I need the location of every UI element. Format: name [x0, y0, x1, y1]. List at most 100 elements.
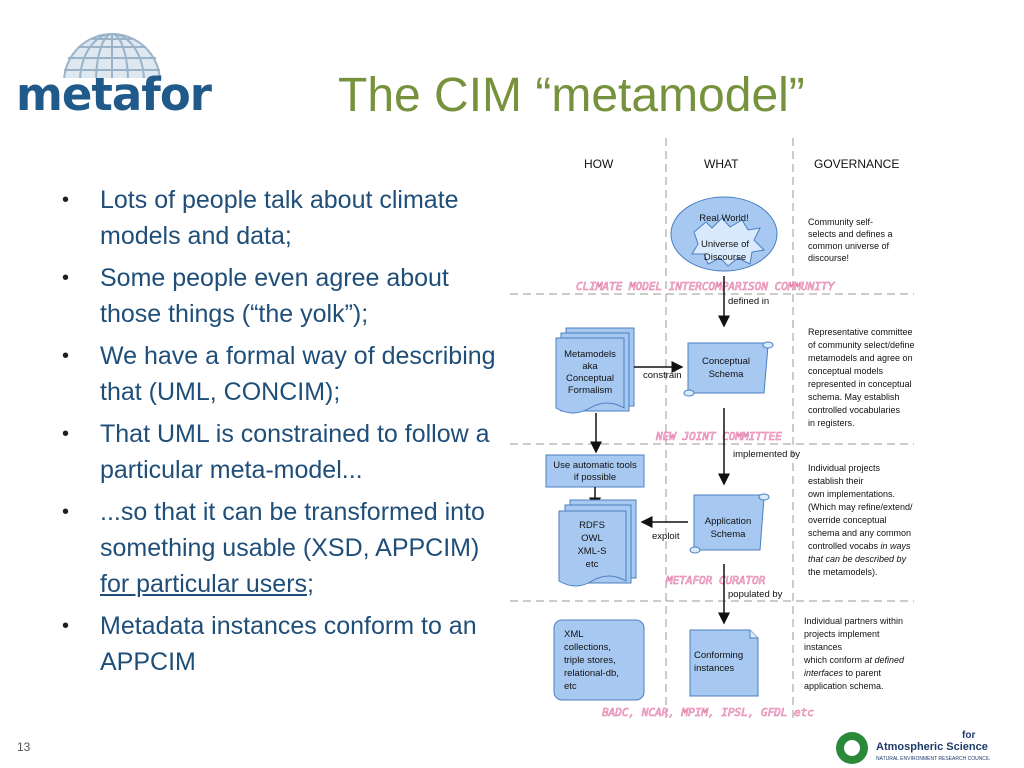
governance-text: controlled vocabs [808, 541, 881, 551]
governance-text: in registers. [808, 418, 855, 428]
orgs-label: BADC, NCAR, MPIM, IPSL, GFDL etc [602, 706, 814, 719]
metafor-logo [63, 33, 161, 78]
governance-text: of community select/define [808, 340, 915, 350]
xml-label: XML [564, 629, 584, 640]
column-header-how: HOW [584, 157, 614, 171]
application-schema-scroll [693, 494, 765, 551]
page-number: 13 [17, 740, 31, 754]
governance-italic-text: that can be described by [808, 554, 907, 564]
governance-text: which conform at defined [803, 655, 905, 665]
xml-label: triple stores, [564, 655, 616, 666]
real-world-label: Real World! [699, 213, 748, 224]
governance-text: schema and any common [808, 528, 911, 538]
governance-text: metamodels and agree on [808, 353, 913, 363]
governance-text: override conceptual [808, 515, 887, 525]
globe-icon [63, 33, 161, 78]
scroll-curl [762, 341, 774, 349]
governance-text: selects and defines a [808, 229, 893, 239]
metamodels-label: Conceptual [566, 373, 614, 384]
scroll-curl [683, 389, 695, 397]
governance-text: which conform [803, 655, 865, 665]
dog-ear [749, 630, 758, 639]
metamodels-label: Metamodels [564, 349, 616, 360]
column-header-what: WHAT [704, 157, 739, 171]
xml-label: etc [564, 681, 577, 692]
governance-text: controlled vocabs in ways [808, 541, 911, 551]
xml-label: collections, [564, 642, 611, 653]
conceptual-schema-label: Schema [709, 369, 745, 380]
governance-text: to parent [843, 668, 882, 678]
curator-label: METAFOR CURATOR [665, 574, 766, 587]
bullet-item: That UML is constrained to follow a part… [62, 416, 512, 488]
governance-text: application schema. [804, 681, 884, 691]
governance-text: represented in conceptual [808, 379, 912, 389]
governance-text: Individual partners within [804, 616, 903, 626]
conceptual-schema-scroll [687, 342, 769, 394]
universe-label: Discourse [704, 252, 746, 263]
governance-italic-text: in ways [881, 541, 912, 551]
committee-label: NEW JOINT COMMITTEE [655, 430, 782, 443]
footer-logo-text: for [962, 730, 975, 741]
edge-label: defined in [728, 296, 769, 307]
bullet-item: Lots of people talk about climate models… [62, 182, 512, 254]
logo-wordmark: metafor [16, 68, 212, 121]
community-label: CLIMATE MODEL INTERCOMPARISON COMMUNITY [576, 280, 836, 293]
rdfs-label: XML-S [577, 546, 606, 557]
conforming-label: instances [694, 663, 734, 674]
footer-logo-text: Atmospheric Science [876, 741, 988, 753]
scroll-curl [758, 493, 770, 501]
bullet-list: Lots of people talk about climate models… [62, 182, 512, 686]
slide-title: The CIM “metamodel” [338, 69, 805, 122]
ncas-logo: for Atmospheric Science NATURAL ENVIRONM… [836, 730, 990, 764]
bullet-text-end: ; [307, 570, 314, 598]
rdfs-label: RDFS [579, 520, 605, 531]
column-header-governance: GOVERNANCE [814, 157, 899, 171]
use-tools-box [545, 454, 645, 488]
governance-italic-text: at defined [865, 655, 906, 665]
governance-text: common universe of [808, 241, 890, 251]
edge-label: constrain [643, 370, 682, 381]
universe-label: Universe of [701, 239, 749, 250]
bullet-item: ...so that it can be transformed into so… [62, 494, 512, 602]
rdfs-label: etc [586, 559, 599, 570]
governance-text: Community self- [808, 217, 873, 227]
governance-text: establish their [808, 476, 864, 486]
xml-label: relational-db, [564, 668, 619, 679]
metamodels-label: aka [582, 361, 598, 372]
bullet-underlined-text: for particular users [100, 570, 308, 598]
bullet-item: We have a formal way of describing that … [62, 338, 512, 410]
bullet-item: Some people even agree about those thing… [62, 260, 512, 332]
governance-text: interfaces to parent [804, 668, 882, 678]
use-tools-label: Use automatic tools [553, 460, 637, 471]
footer-logo-text: NATURAL ENVIRONMENT RESEARCH COUNCIL [876, 756, 990, 762]
metamodels-label: Formalism [568, 385, 612, 396]
governance-text: controlled vocabularies [808, 405, 901, 415]
governance-italic-text: interfaces [804, 668, 844, 678]
governance-text: (Which may refine/extend/ [808, 502, 913, 512]
scroll-curl [689, 546, 701, 554]
application-schema-label: Application [705, 516, 751, 527]
starburst-shape [691, 217, 766, 267]
conforming-label: Conforming [694, 650, 743, 661]
rdfs-doc [558, 510, 627, 587]
bullet-text: ...so that it can be transformed into so… [100, 498, 485, 562]
governance-text: Individual projects [808, 463, 881, 473]
governance-text: instances [804, 642, 843, 652]
use-tools-label: if possible [574, 472, 616, 483]
governance-text: Representative committee [808, 327, 913, 337]
logo-inner-circle [844, 740, 860, 756]
governance-text: conceptual models [808, 366, 884, 376]
governance-text: discourse! [808, 253, 849, 263]
edge-label: exploit [652, 531, 680, 542]
cim-metamodel-diagram: HOW WHAT GOVERNANCE Real World! Universe… [510, 138, 915, 722]
governance-text: the metamodels). [808, 567, 878, 577]
governance-text: projects implement [804, 629, 880, 639]
bullet-item: Metadata instances conform to an APPCIM [62, 608, 512, 680]
edge-label: implemented by [733, 449, 800, 460]
xml-box [553, 619, 645, 701]
metamodels-doc [555, 337, 625, 414]
conforming-instances-doc [689, 629, 759, 697]
governance-text: own implementations. [808, 489, 895, 499]
rdfs-label: OWL [581, 533, 603, 544]
conceptual-schema-label: Conceptual [702, 356, 750, 367]
